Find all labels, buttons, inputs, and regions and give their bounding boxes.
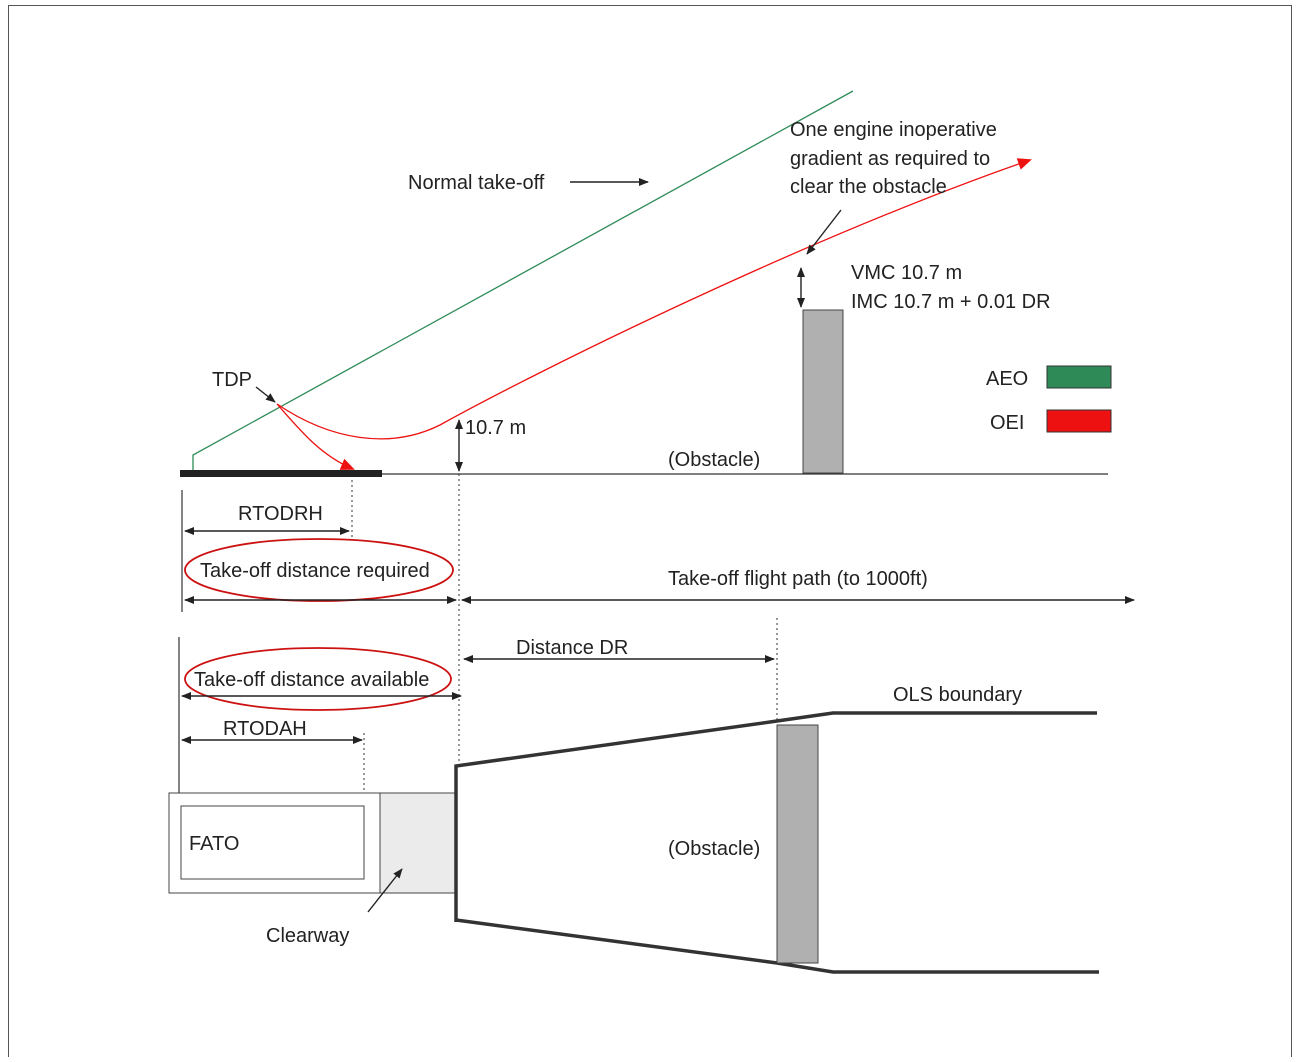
oei-path: [276, 158, 1032, 440]
legend: AEO OEI: [986, 365, 1112, 434]
clearway-pointer: [367, 868, 403, 913]
height-label: 10.7 m: [465, 417, 526, 439]
tod-required-label: Take-off distance required: [200, 560, 430, 582]
oei-note-line2: gradient as required to: [790, 148, 990, 170]
clearway-label: Clearway: [266, 925, 349, 947]
aeo-path: [192, 90, 854, 470]
obstacle-upper: [802, 309, 844, 474]
tdp-pointer: [255, 386, 276, 403]
distance-dr-label: Distance DR: [516, 637, 628, 659]
normal-takeoff-label: Normal take-off: [408, 172, 545, 194]
ols-boundary-lower: [455, 918, 1099, 974]
legend-oei-swatch: [1046, 409, 1112, 433]
ols-boundary-upper: [454, 711, 1097, 922]
oei-note-line3: clear the obstacle: [790, 176, 947, 198]
fato-inner: [180, 805, 365, 880]
tdp-label: TDP: [212, 369, 252, 391]
legend-aeo-swatch: [1046, 365, 1112, 389]
tod-available-highlight: [184, 647, 452, 711]
legend-oei-label: OEI: [990, 412, 1024, 434]
legend-aeo-label: AEO: [986, 368, 1028, 390]
obstacle-lower-label: (Obstacle): [668, 838, 760, 860]
tod-available-label: Take-off distance available: [194, 669, 429, 691]
rtodrh-label: RTODRH: [238, 503, 323, 525]
oei-note-pointer: [806, 209, 842, 255]
obstacle-lower: [776, 724, 819, 964]
oei-note-line1: One engine inoperative: [790, 119, 997, 141]
rejected-takeoff-path: [276, 403, 355, 470]
clearway-area: [379, 792, 457, 894]
imc-label: IMC 10.7 m + 0.01 DR: [851, 291, 1051, 313]
fato-label: FATO: [189, 833, 239, 855]
fato-bar: [180, 470, 382, 477]
vmc-label: VMC 10.7 m: [851, 262, 962, 284]
ols-boundary-label: OLS boundary: [893, 684, 1022, 706]
rtodah-label: RTODAH: [223, 718, 307, 740]
obstacle-upper-label: (Obstacle): [668, 449, 760, 471]
outer-border: [8, 5, 1292, 1062]
flight-path-label: Take-off flight path (to 1000ft): [668, 568, 928, 590]
